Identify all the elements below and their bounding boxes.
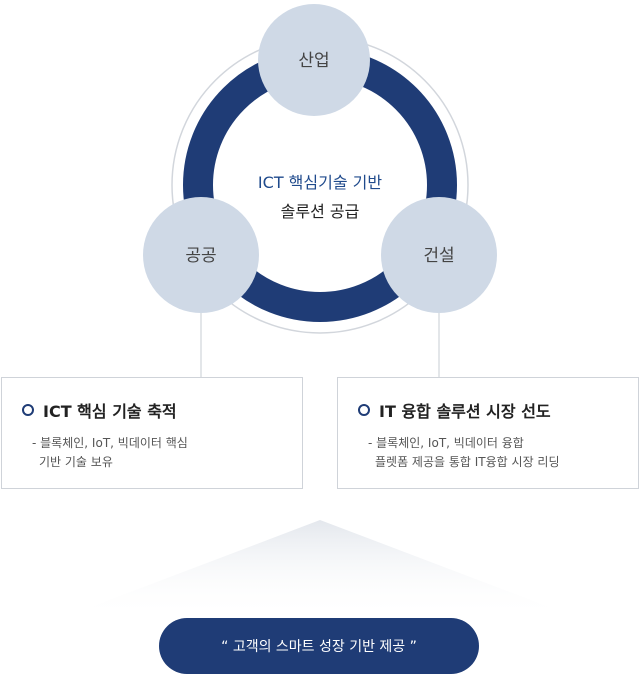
card-ict-core-desc: - 블록체인, IoT, 빅데이터 핵심 기반 기술 보유 xyxy=(32,434,188,472)
goal-pill: “ 고객의 스마트 성장 기반 제공 ” xyxy=(159,618,479,674)
card-it-fusion-desc: - 블록체인, IoT, 빅데이터 융합 플렛폼 제공을 통합 IT융합 시장 … xyxy=(368,434,560,472)
node-right xyxy=(381,197,497,313)
node-top-label: 산업 xyxy=(298,51,329,71)
circle-bullet-icon xyxy=(358,404,370,416)
node-right-label: 건설 xyxy=(423,246,454,266)
card-it-fusion-line-2: 플렛폼 제공을 통합 IT융합 시장 리딩 xyxy=(375,455,560,469)
card-it-fusion-title-text: IT 융합 솔루션 시장 선도 xyxy=(379,402,551,421)
circle-bullet-icon xyxy=(22,404,34,416)
card-ict-core: ICT 핵심 기술 축적 - 블록체인, IoT, 빅데이터 핵심 기반 기술 … xyxy=(1,377,303,489)
center-title: ICT 핵심기술 기반 xyxy=(258,173,382,192)
card-ict-core-title-text: ICT 핵심 기술 축적 xyxy=(43,402,177,421)
goal-text: “ 고객의 스마트 성장 기반 제공 ” xyxy=(221,639,417,655)
center-subtitle: 솔루션 공급 xyxy=(281,202,360,221)
card-ict-core-title: ICT 핵심 기술 축적 xyxy=(22,398,177,422)
node-left xyxy=(143,197,259,313)
node-left-label: 공공 xyxy=(185,246,216,266)
goal-shadow xyxy=(62,520,578,618)
node-top xyxy=(258,4,370,116)
card-it-fusion-line-1: - 블록체인, IoT, 빅데이터 융합 xyxy=(368,436,524,450)
card-it-fusion: IT 융합 솔루션 시장 선도 - 블록체인, IoT, 빅데이터 융합 플렛폼… xyxy=(337,377,639,489)
card-it-fusion-title: IT 융합 솔루션 시장 선도 xyxy=(358,398,551,422)
card-ict-core-line-2: 기반 기술 보유 xyxy=(39,455,113,469)
card-ict-core-line-1: - 블록체인, IoT, 빅데이터 핵심 xyxy=(32,436,188,450)
